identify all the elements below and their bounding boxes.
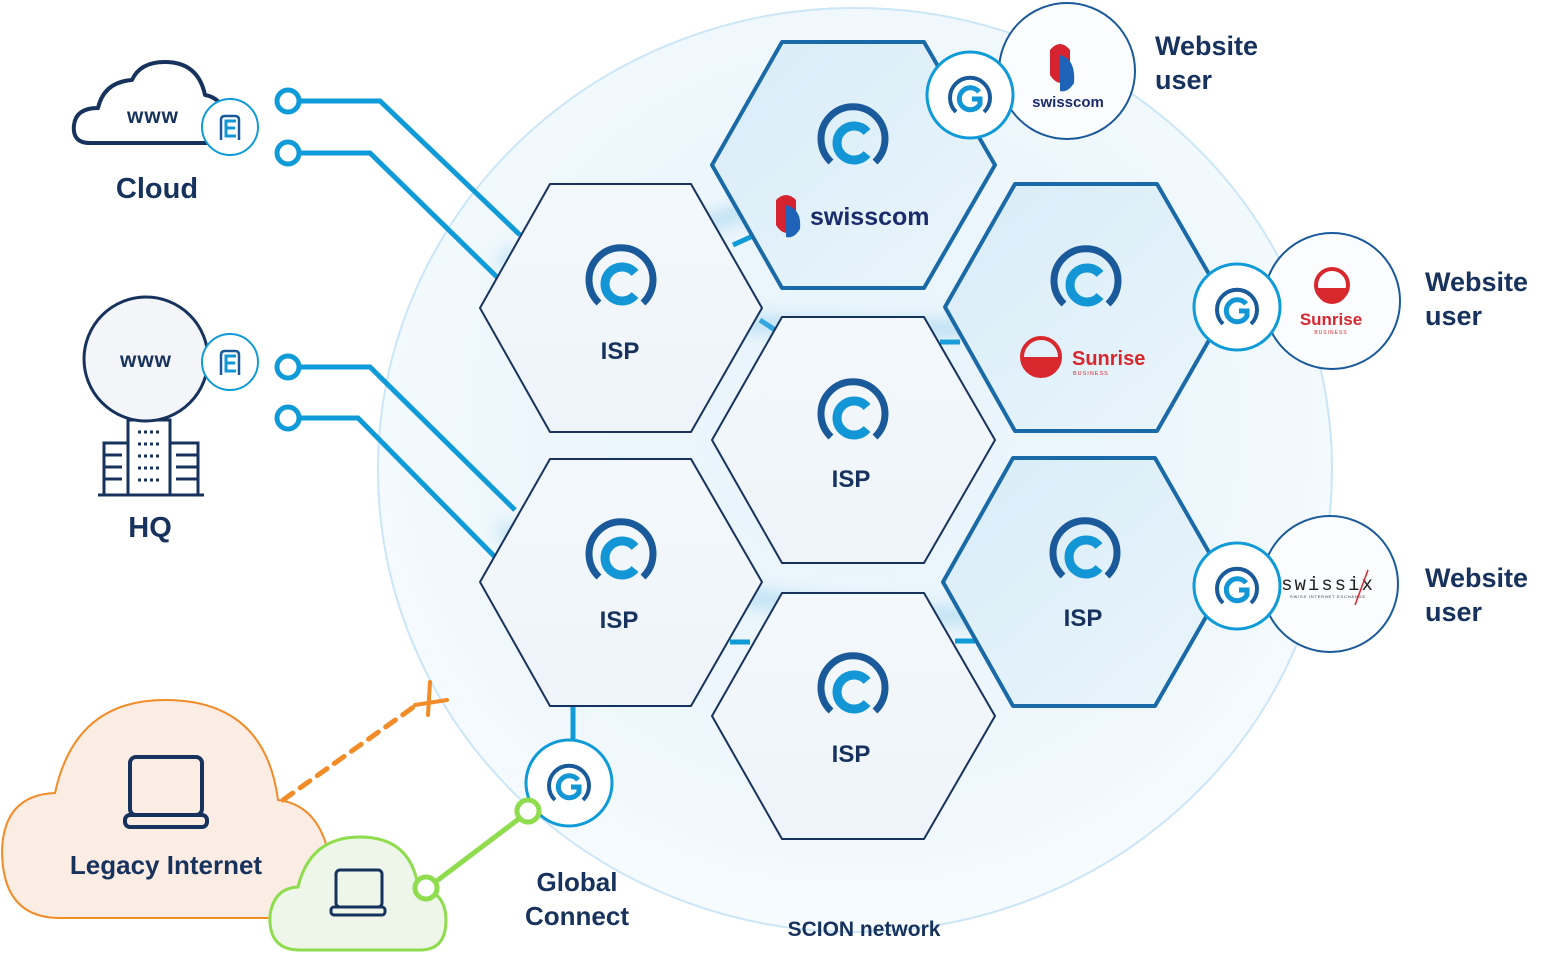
website-user-label-3: Website	[1425, 563, 1528, 593]
laptop-icon	[329, 868, 387, 917]
cloud-port-2[interactable]	[274, 139, 302, 167]
hq-label: HQ	[128, 512, 172, 544]
sunrise-logo-icon	[1314, 267, 1350, 304]
partner-swisscom[interactable]: swisscom	[998, 2, 1136, 140]
cloud-edge-badge[interactable]	[201, 98, 259, 156]
blocked-legacy-link	[280, 680, 449, 803]
swisscom-logo-icon	[776, 195, 801, 238]
building-icon	[98, 418, 204, 497]
gateway-swisscom[interactable]	[925, 50, 1015, 140]
partner-label: swisscom	[1032, 94, 1104, 111]
connected-client-node[interactable]	[268, 835, 448, 952]
swisscom-logo-icon	[1050, 44, 1075, 92]
website-user-label-1b: user	[1155, 65, 1213, 95]
partner-sublabel: BUSINESS	[1314, 330, 1347, 336]
scion-network-title: SCION network	[788, 918, 941, 941]
blocked-x-icon	[413, 680, 449, 717]
connected-cloud-icon	[268, 835, 448, 952]
global-connect-label: Global	[537, 867, 618, 897]
hex-isp-center[interactable]: ISP	[711, 316, 996, 564]
hq-link-1	[299, 364, 517, 512]
hex-label: ISP	[601, 338, 640, 365]
hq-node[interactable]: www HQ	[82, 295, 259, 544]
hq-www-text: www	[119, 349, 172, 372]
partner-sublabel: SWISS INTERNET EXCHANGE	[1290, 594, 1366, 599]
hq-port-2[interactable]	[274, 404, 302, 432]
global-connect-label-2: Connect	[525, 901, 629, 931]
gateway-swissix[interactable]	[1192, 541, 1282, 631]
legacy-label: Legacy Internet	[70, 850, 263, 880]
hq-link-2	[299, 415, 497, 559]
hq-port-1[interactable]	[274, 353, 302, 381]
hex-label: swisscom	[810, 203, 930, 231]
cloud-port-1[interactable]	[274, 87, 302, 115]
cloud-www-text: www	[126, 105, 179, 128]
hex-label: ISP	[1064, 605, 1103, 632]
partner-label: swissix	[1281, 574, 1375, 596]
hex-swisscom[interactable]: swisscom	[710, 40, 997, 290]
cloud-link-1	[299, 98, 522, 237]
hex-sunrise[interactable]: Sunrise BUSINESS	[943, 182, 1230, 433]
website-user-label-3b: user	[1425, 597, 1483, 627]
legacy-cloud-icon	[0, 698, 331, 919]
partner-label: Sunrise	[1300, 310, 1362, 329]
gateway-sunrise[interactable]	[1192, 262, 1282, 352]
hex-label: ISP	[600, 607, 639, 634]
hex-isp-bottom-left[interactable]: ISP	[479, 458, 763, 707]
partner-swissix[interactable]: swissix SWISS INTERNET EXCHANGE	[1261, 515, 1399, 653]
laptop-icon	[123, 755, 209, 829]
hex-label: ISP	[832, 466, 871, 493]
hex-isp-bottom[interactable]: ISP	[711, 592, 996, 840]
partner-sunrise[interactable]: Sunrise BUSINESS	[1263, 232, 1401, 370]
client-port[interactable]	[412, 874, 440, 902]
sunrise-logo-icon	[1020, 336, 1062, 378]
global-connect-gateway[interactable]	[514, 738, 614, 828]
hq-edge-badge[interactable]	[201, 333, 259, 391]
swissix-slash-icon	[1354, 569, 1369, 606]
hex-label: ISP	[832, 741, 871, 768]
hex-sublabel: BUSINESS	[1073, 371, 1109, 377]
website-user-label-2b: user	[1425, 301, 1483, 331]
hex-isp-top-left[interactable]: ISP	[479, 183, 763, 433]
cloud-label: Cloud	[116, 173, 198, 205]
cloud-node[interactable]: www Cloud	[71, 60, 259, 205]
legacy-internet-node[interactable]: Legacy Internet	[0, 698, 331, 919]
cloud-icon	[71, 60, 227, 145]
cloud-link-2	[299, 150, 502, 282]
website-user-label-1: Website	[1155, 31, 1258, 61]
website-user-label-2: Website	[1425, 267, 1528, 297]
access-links	[274, 87, 975, 740]
hex-label: Sunrise	[1072, 348, 1145, 370]
